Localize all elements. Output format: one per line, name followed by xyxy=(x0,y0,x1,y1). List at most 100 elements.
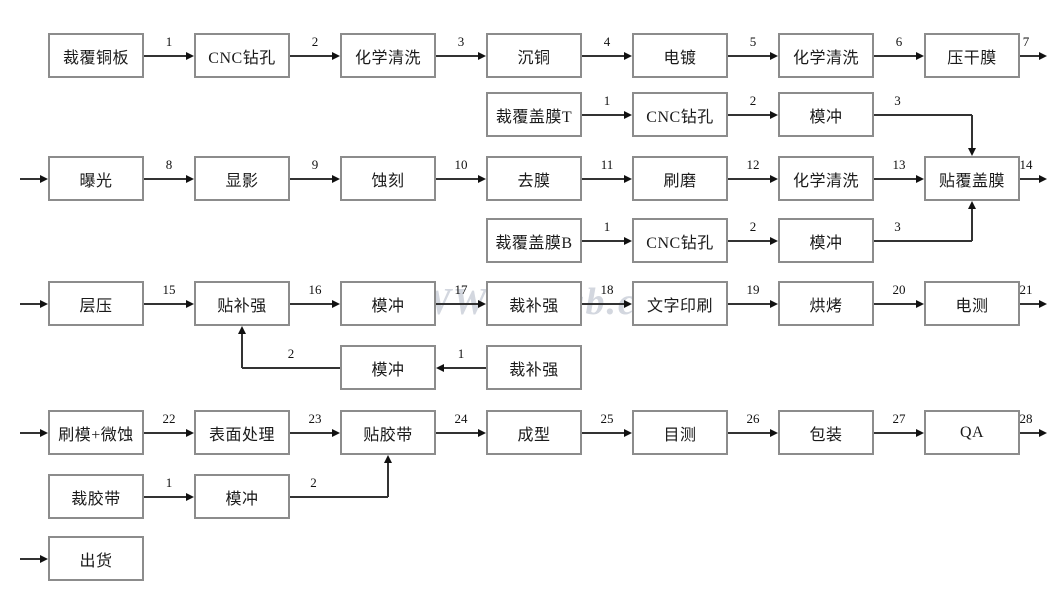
edge-label: 24 xyxy=(454,410,468,426)
arrowhead-icon xyxy=(436,363,444,372)
edge-label: 3 xyxy=(894,92,901,108)
arrowhead-icon xyxy=(186,174,194,183)
flow-node-label: CNC钻孔 xyxy=(646,234,714,252)
flow-node-e_test: 电测 xyxy=(924,281,1020,326)
flow-node-strip_film: 去膜 xyxy=(486,156,582,201)
arrowhead-icon xyxy=(1039,51,1047,60)
flow-node-label: 目测 xyxy=(663,426,697,444)
flow-node-cnc_drill_1: CNC钻孔 xyxy=(194,33,290,78)
flow-connector-line xyxy=(971,114,973,149)
flow-node-dry_film: 压干膜 xyxy=(924,33,1020,78)
arrowhead-icon xyxy=(40,174,48,183)
flow-node-punch_5: 模冲 xyxy=(340,281,436,326)
flow-connector-line xyxy=(582,177,625,180)
edge-label: 2 xyxy=(749,92,757,108)
flow-node-punch_6: 模冲 xyxy=(340,345,436,390)
arrowhead-icon xyxy=(770,51,778,60)
edge-label: 1 xyxy=(457,345,465,361)
edge-label: 22 xyxy=(162,410,176,426)
flow-node-label: 层压 xyxy=(79,297,113,315)
flow-connector-line xyxy=(971,208,973,241)
flow-node-label: 显影 xyxy=(225,172,259,190)
flow-connector-line xyxy=(874,113,972,116)
arrowhead-icon xyxy=(1039,174,1047,183)
flow-connector-line xyxy=(144,177,187,180)
flow-connector-line xyxy=(728,113,771,116)
flow-connector-line xyxy=(728,239,771,242)
flow-node-label: 成型 xyxy=(517,426,551,444)
flow-node-develop: 显影 xyxy=(194,156,290,201)
flow-connector-line xyxy=(728,302,771,305)
flow-node-label: 化学清洗 xyxy=(792,172,859,190)
flow-node-label: 贴覆盖膜 xyxy=(938,172,1005,190)
edge-label: 1 xyxy=(603,92,611,108)
edge-label: 5 xyxy=(749,33,757,49)
flow-node-label: 沉铜 xyxy=(517,49,551,67)
arrowhead-icon xyxy=(770,110,778,119)
arrowhead-icon xyxy=(478,428,486,437)
flow-connector-line xyxy=(290,495,388,498)
arrowhead-icon xyxy=(968,201,976,209)
flow-node-label: 模冲 xyxy=(809,108,843,126)
flow-node-label: QA xyxy=(959,423,985,441)
flow-node-qa: QA xyxy=(924,410,1020,455)
flow-connector-line xyxy=(290,431,333,434)
arrowhead-icon xyxy=(40,428,48,437)
edge-label: 2 xyxy=(311,33,319,49)
edge-label: 13 xyxy=(892,156,906,172)
arrowhead-icon xyxy=(916,51,924,60)
flow-node-copper_dep: 沉铜 xyxy=(486,33,582,78)
arrowhead-icon xyxy=(770,299,778,308)
flow-node-laminate: 层压 xyxy=(48,281,144,326)
arrowhead-icon xyxy=(238,326,246,334)
flow-connector-line xyxy=(728,431,771,434)
flow-connector-line xyxy=(436,54,479,57)
flow-node-chem_clean_2: 化学清洗 xyxy=(778,33,874,78)
flow-connector-line xyxy=(1020,177,1039,180)
flow-node-apply_stiffener: 贴补强 xyxy=(194,281,290,326)
flow-connector-line xyxy=(1020,54,1039,57)
flow-node-cnc_drill_2: CNC钻孔 xyxy=(632,92,728,137)
edge-label: 4 xyxy=(603,33,611,49)
edge-label: 1 xyxy=(165,474,173,490)
flow-connector-line xyxy=(1020,302,1039,305)
flow-connector-line xyxy=(242,366,340,369)
flow-node-label: 裁补强 xyxy=(509,297,559,315)
edge-label: 14 xyxy=(1019,156,1033,172)
flow-connector-line xyxy=(20,302,41,305)
arrowhead-icon xyxy=(332,51,340,60)
flow-node-label: 电测 xyxy=(955,297,989,315)
flow-node-label: 烘烤 xyxy=(809,297,843,315)
arrowhead-icon xyxy=(478,51,486,60)
edge-label: 6 xyxy=(895,33,903,49)
arrowhead-icon xyxy=(916,299,924,308)
edge-label: 16 xyxy=(308,281,322,297)
flow-connector-line xyxy=(874,431,917,434)
arrowhead-icon xyxy=(916,174,924,183)
edge-label: 8 xyxy=(165,156,173,172)
flow-node-cut_cover_b: 裁覆盖膜B xyxy=(486,218,582,263)
edge-label: 15 xyxy=(162,281,176,297)
arrowhead-icon xyxy=(916,428,924,437)
flow-connector-line xyxy=(20,557,41,560)
flow-connector-line xyxy=(144,54,187,57)
flow-node-punch_t: 模冲 xyxy=(778,92,874,137)
edge-label: 21 xyxy=(1019,281,1033,297)
edge-label: 18 xyxy=(600,281,614,297)
flow-node-cut_tape: 裁胶带 xyxy=(48,474,144,519)
flow-connector-line xyxy=(436,177,479,180)
flow-node-label: 模冲 xyxy=(809,234,843,252)
flow-connector-line xyxy=(290,177,333,180)
flow-node-etch: 蚀刻 xyxy=(340,156,436,201)
flow-connector-line xyxy=(436,302,479,305)
edge-label: 1 xyxy=(603,218,611,234)
flow-node-shipping: 出货 xyxy=(48,536,144,581)
flow-connector-line xyxy=(874,239,972,242)
flow-connector-line xyxy=(582,113,625,116)
arrowhead-icon xyxy=(1039,299,1047,308)
flow-connector-line xyxy=(290,54,333,57)
arrowhead-icon xyxy=(478,299,486,308)
arrowhead-icon xyxy=(186,492,194,501)
flow-node-apply_tape: 贴胶带 xyxy=(340,410,436,455)
flow-node-label: 裁补强 xyxy=(509,361,559,379)
